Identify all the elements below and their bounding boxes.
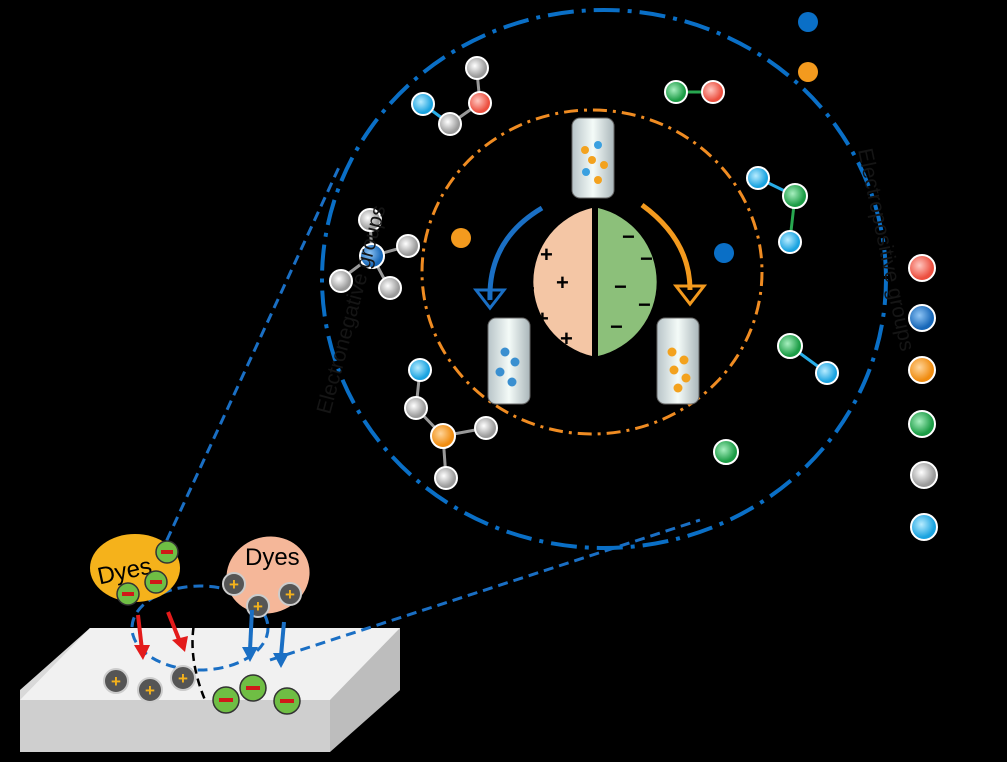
svg-text:+: + xyxy=(522,276,535,301)
blue-curved-arrow xyxy=(487,205,544,301)
column-blue xyxy=(487,317,531,405)
plus-sign: + xyxy=(229,575,239,594)
zoom-connector-lines xyxy=(130,164,701,672)
blue-dot xyxy=(798,12,818,32)
column-orange xyxy=(656,317,700,405)
orange-curved-arrow xyxy=(640,202,693,291)
electropositive-label: Electropositive groups xyxy=(853,146,918,353)
svg-text:+: + xyxy=(536,306,549,331)
plus-sign: + xyxy=(178,669,188,688)
orange-dot xyxy=(798,62,818,82)
legend xyxy=(908,254,938,541)
svg-text:+: + xyxy=(560,326,573,351)
orange-dot xyxy=(451,228,471,248)
molecules xyxy=(329,56,839,490)
svg-text:−: − xyxy=(638,292,651,317)
svg-text:−: − xyxy=(622,224,635,249)
charges: + + + + + + xyxy=(103,540,302,715)
svg-text:−: − xyxy=(640,246,653,271)
outer-dashdot-circle xyxy=(320,8,888,550)
dyes-label: Dyes xyxy=(245,544,300,571)
legend-blue-atom-icon xyxy=(908,304,936,332)
plus-sign: + xyxy=(111,672,121,691)
svg-text:−: − xyxy=(610,314,623,339)
divider-line xyxy=(191,589,207,701)
adsorption-arrows xyxy=(134,609,289,668)
svg-text:−: − xyxy=(614,274,627,299)
legend-cyan-atom-icon xyxy=(910,513,938,541)
orange-arrowhead-icon xyxy=(672,284,708,307)
inner-dashdot-circle xyxy=(420,108,764,436)
substrate-slab xyxy=(20,628,400,752)
blue-arrowhead-icon xyxy=(472,288,508,311)
charge-disk: +++++ −−−−− xyxy=(522,208,657,356)
legend-green-atom-icon xyxy=(908,410,936,438)
column-top xyxy=(571,117,615,199)
plus-sign: + xyxy=(285,585,295,604)
legend-gray-atom-icon xyxy=(910,461,938,489)
svg-text:+: + xyxy=(556,270,569,295)
legend-orange-atom-icon xyxy=(908,356,936,384)
blue-dot xyxy=(714,243,734,263)
svg-text:+: + xyxy=(540,242,553,267)
legend-red-atom-icon xyxy=(908,254,936,282)
plus-sign: + xyxy=(253,597,263,616)
plus-sign: + xyxy=(145,681,155,700)
